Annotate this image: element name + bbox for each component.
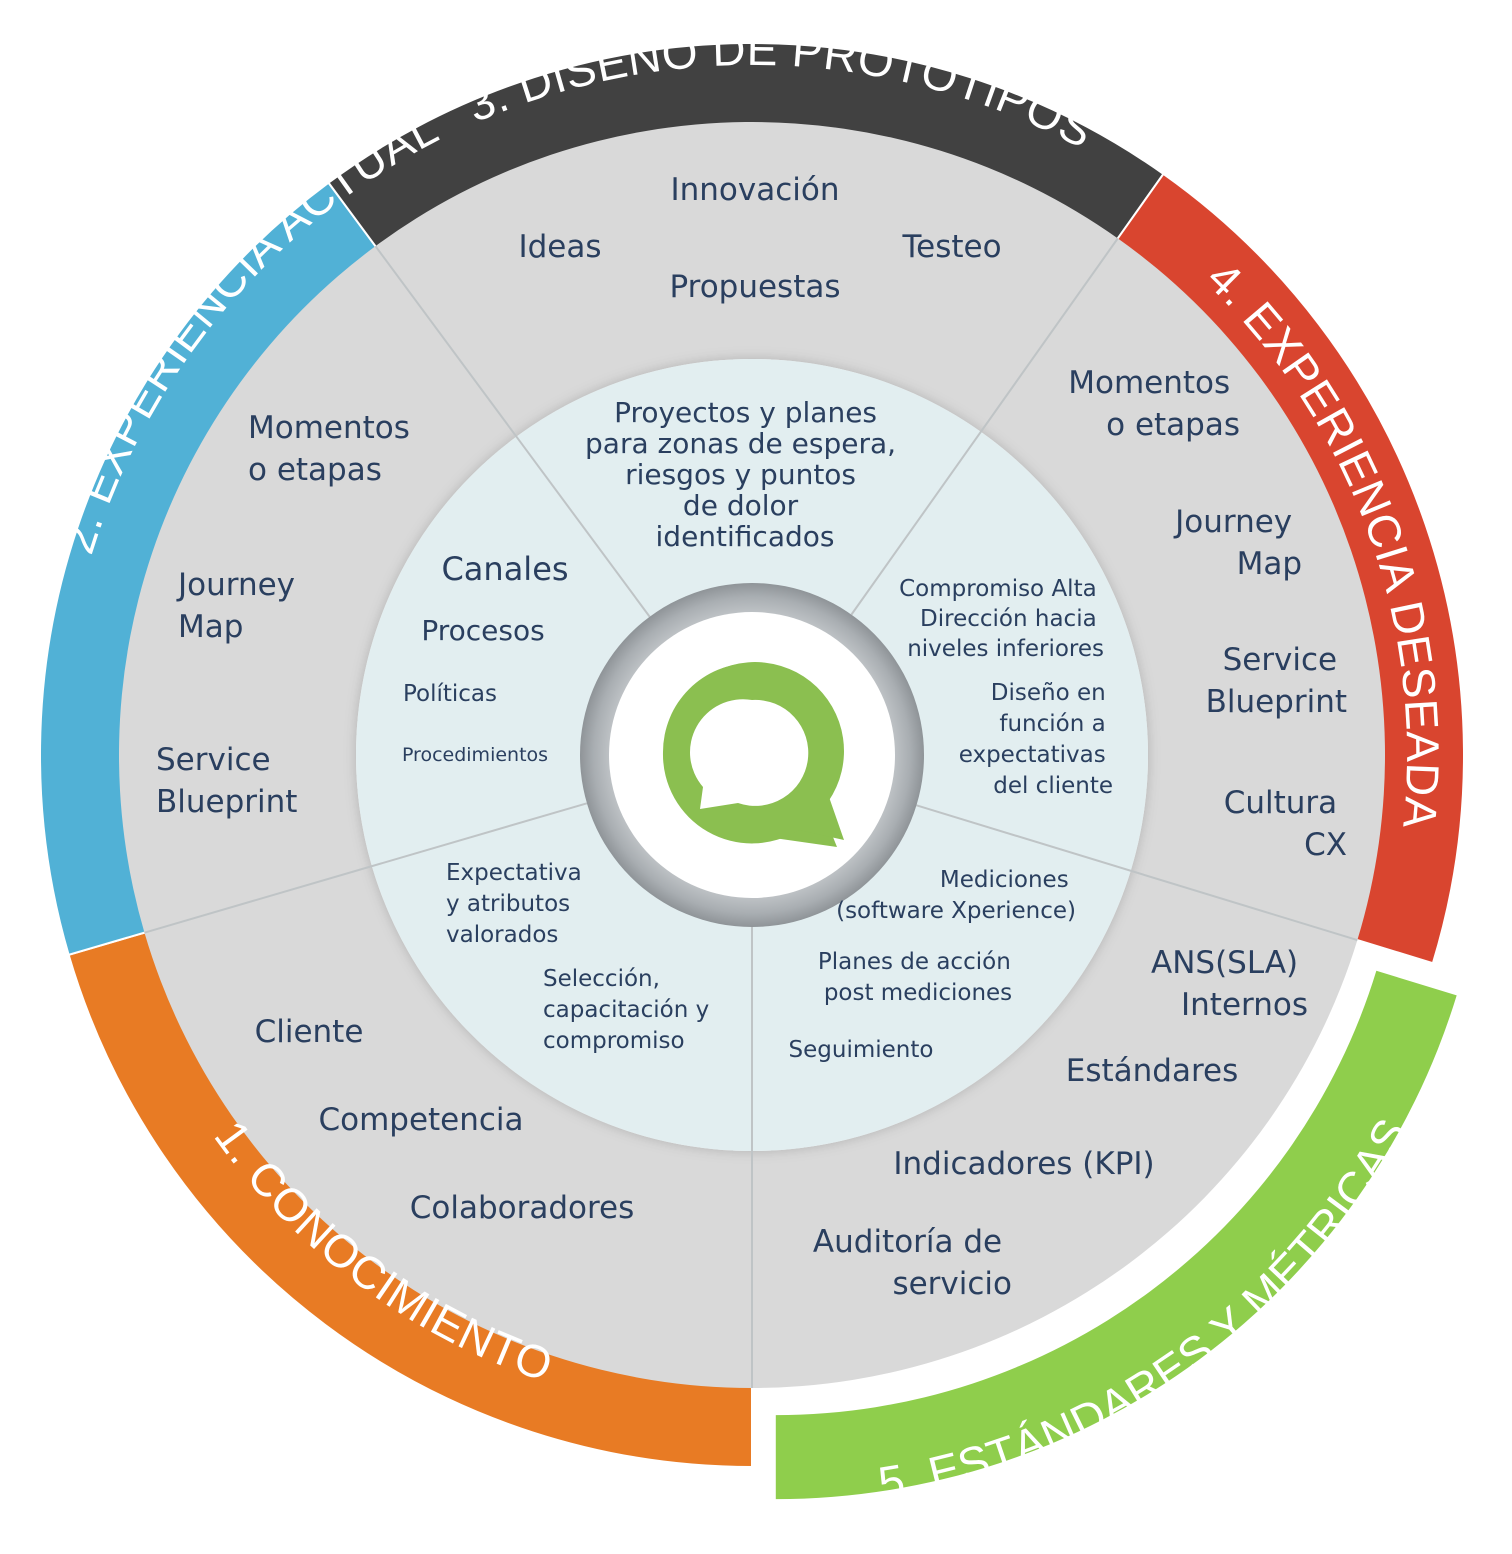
inner-item-compromiso-alta: Compromiso Alta Dirección hacia niveles … <box>899 576 1104 662</box>
outer-item-journey-actual: Journey Map <box>176 567 305 645</box>
outer-sector-experiencia-deseada <box>980 238 1385 941</box>
inner-item-seguimiento: Seguimiento <box>789 1037 934 1063</box>
outer-item-ideas: Ideas <box>518 229 601 265</box>
outer-item-cliente: Cliente <box>255 1014 364 1050</box>
segment-divider <box>916 804 1358 942</box>
green-speech-bubble-logo <box>662 662 844 847</box>
outer-item-journey-deseada: Journey Map <box>1173 504 1302 582</box>
outer-item-testeo: Testeo <box>901 229 1001 265</box>
outer-item-blueprint-actual: Service Blueprint <box>156 742 297 820</box>
inner-item-politicas: Políticas <box>403 681 497 707</box>
outer-item-ans-sla: ANS(SLA) Internos <box>1151 945 1308 1023</box>
outer-item-estandares: Estándares <box>1066 1053 1239 1089</box>
outer-sector-experiencia-actual <box>118 246 517 933</box>
outer-item-momentos-actual: Momentos o etapas <box>248 410 420 488</box>
outer-item-colaboradores: Colaboradores <box>410 1190 635 1226</box>
segment-divider <box>374 245 651 618</box>
inner-item-expectativa: Expectativa y atributos valorados <box>446 860 589 948</box>
outer-item-blueprint-deseada: Service Blueprint <box>1206 642 1347 720</box>
outer-item-cultura-cx: Cultura CX <box>1224 785 1347 863</box>
outer-sector-conocimiento <box>144 866 753 1388</box>
inner-items: Proyectos y planes para zonas de espera,… <box>402 396 1113 1063</box>
outer-ring <box>118 122 1385 1388</box>
inner-item-proyectos-planes: Proyectos y planes para zonas de espera,… <box>585 396 905 553</box>
outer-items: Innovación Ideas Testeo Propuestas Momen… <box>156 172 1347 1302</box>
outer-item-propuestas: Propuestas <box>669 269 840 305</box>
outer-sector-diseno-prototipos <box>375 122 1118 437</box>
outer-item-competencia: Competencia <box>318 1102 523 1138</box>
inner-item-canales: Canales <box>441 550 568 588</box>
outer-item-kpi: Indicadores (KPI) <box>893 1146 1154 1182</box>
band-estandares-metricas <box>775 970 1457 1500</box>
outer-item-auditoria: Auditoría de servicio <box>813 1224 1012 1302</box>
segment-divider <box>850 237 1119 616</box>
outer-sector-estandares-metricas <box>752 870 1358 1388</box>
outer-item-innovacion: Innovación <box>670 172 839 208</box>
inner-item-procesos: Procesos <box>421 614 544 647</box>
segment-divider <box>144 802 588 934</box>
outer-item-momentos-deseada: Momentos o etapas <box>1068 365 1240 443</box>
segment-dividers <box>144 237 1358 1388</box>
inner-item-planes-accion: Planes de acción post mediciones <box>818 949 1018 1006</box>
inner-item-diseno-funcion: Diseño en función a expectativas del cli… <box>959 680 1113 799</box>
inner-item-procedimientos: Procedimientos <box>402 744 548 766</box>
inner-item-seleccion: Selección, capacitación y compromiso <box>543 966 717 1054</box>
inner-item-mediciones: Mediciones (software Xperience) <box>836 867 1076 924</box>
category-bands <box>39 42 1465 1500</box>
